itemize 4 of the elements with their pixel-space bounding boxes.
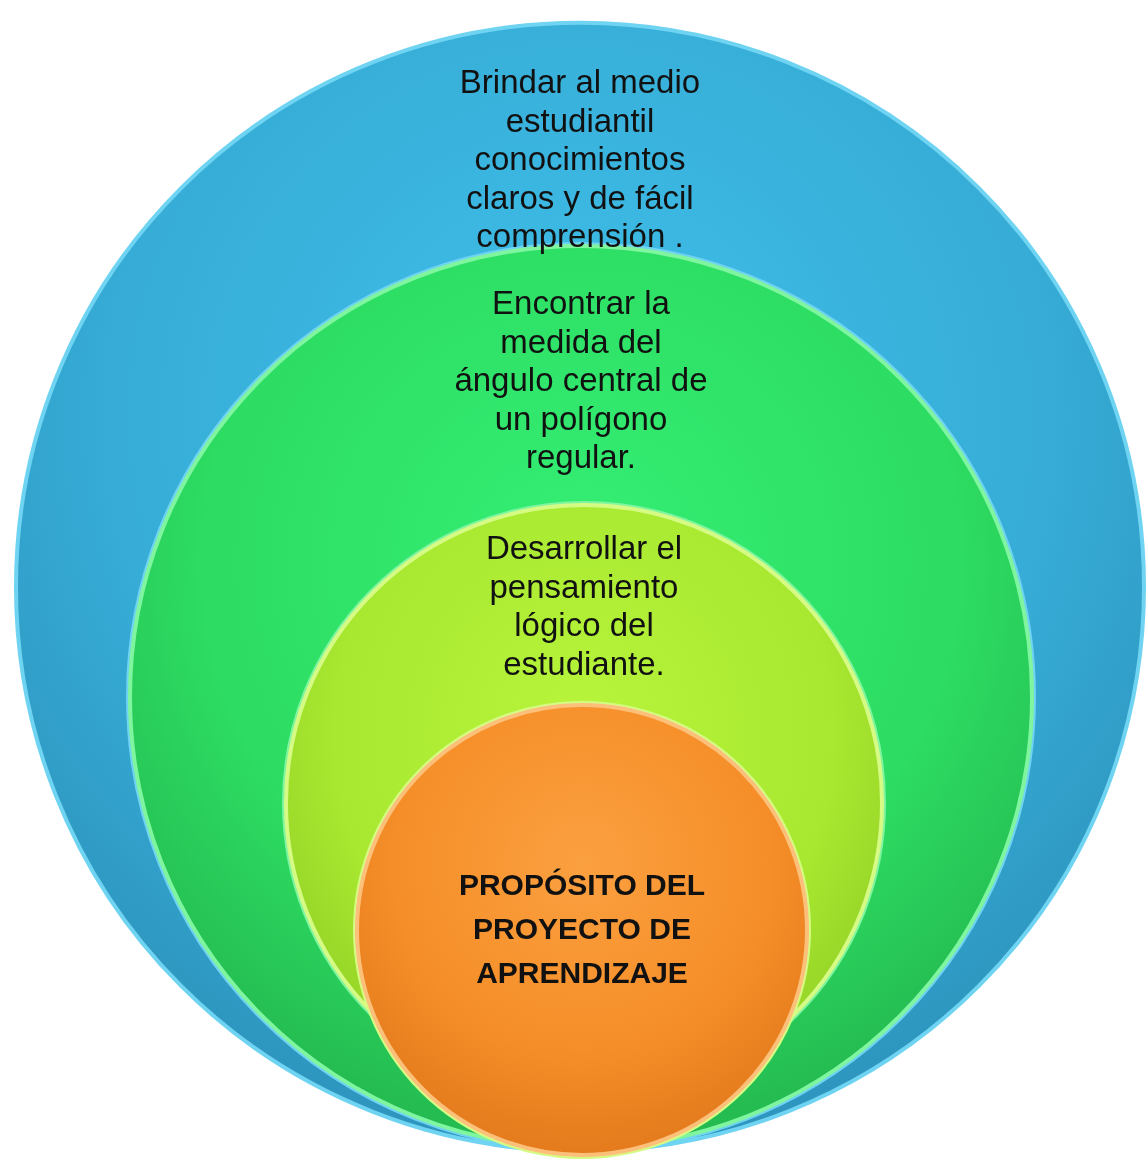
goal-text: Desarrollar el pensamiento lógico del estudiante. <box>484 529 684 683</box>
goal-text: Encontrar la medida del ángulo central de un polígono regular. <box>453 284 709 477</box>
goal-text: Brindar al medio estudiantil conocimientos claros y de fácil comprensión . <box>458 63 702 256</box>
title-text: PROPÓSITO DEL PROYECTO DE APRENDIZAJE <box>457 867 707 991</box>
